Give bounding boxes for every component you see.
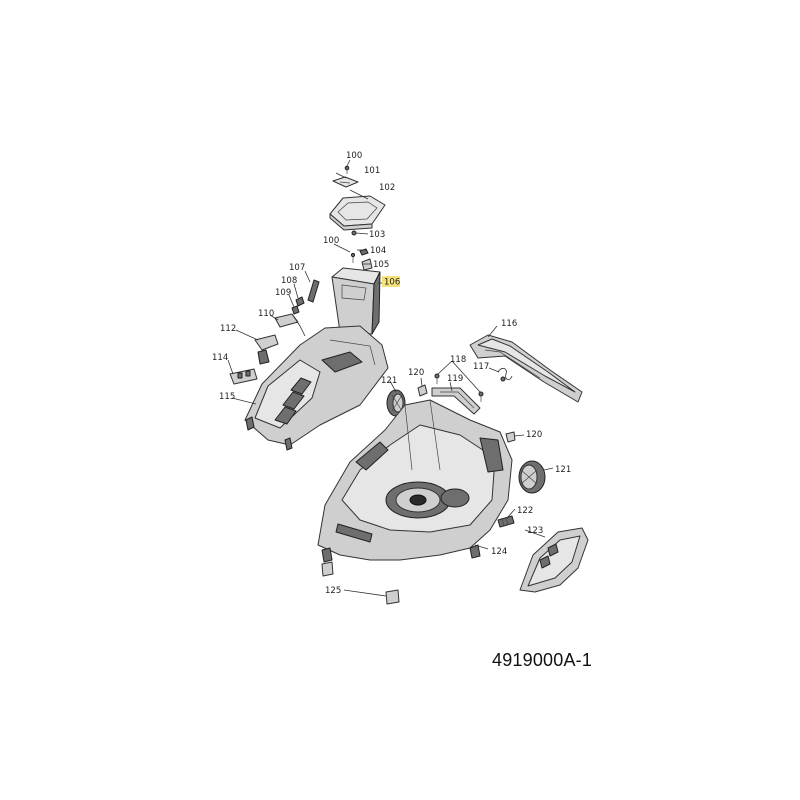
callout-114: 114 bbox=[212, 353, 228, 363]
part-109-fastener[interactable] bbox=[291, 305, 300, 315]
callout-116: 116 bbox=[501, 319, 517, 329]
part-112-lever[interactable] bbox=[254, 334, 279, 365]
part-102-lid[interactable] bbox=[329, 195, 386, 231]
part-114-bracket[interactable] bbox=[229, 368, 258, 385]
part-116-handle[interactable] bbox=[469, 334, 583, 403]
part-123-rear-flap[interactable] bbox=[519, 527, 589, 593]
part-106-battery-box[interactable] bbox=[331, 267, 381, 335]
callout-102: 102 bbox=[379, 183, 395, 193]
part-105-bracket[interactable] bbox=[361, 258, 373, 271]
callout-121-left: 121 bbox=[381, 376, 397, 386]
part-115-upper-cover[interactable] bbox=[244, 325, 389, 451]
part-124-main-housing[interactable] bbox=[317, 399, 513, 563]
callout-109: 109 bbox=[275, 288, 291, 298]
callout-120-left: 120 bbox=[408, 368, 424, 378]
callout-125: 125 bbox=[325, 586, 341, 596]
callout-103: 103 bbox=[369, 230, 385, 240]
part-125-fixings[interactable] bbox=[321, 561, 400, 605]
part-100-screw-mid[interactable] bbox=[350, 252, 356, 263]
callout-124: 124 bbox=[491, 547, 507, 557]
callout-123: 123 bbox=[527, 526, 543, 536]
part-100-screw-top[interactable] bbox=[344, 165, 350, 174]
callout-119: 119 bbox=[447, 374, 463, 384]
callout-120-right: 120 bbox=[526, 430, 542, 440]
callout-100-top: 100 bbox=[346, 151, 362, 161]
part-107-rod[interactable] bbox=[307, 279, 320, 303]
callout-105: 105 bbox=[373, 260, 389, 270]
part-110-lever[interactable] bbox=[274, 313, 306, 337]
callout-106: 106 bbox=[384, 278, 400, 288]
callout-110: 110 bbox=[258, 309, 274, 319]
part-120-clip-left[interactable] bbox=[417, 384, 428, 397]
callout-118: 118 bbox=[450, 355, 466, 365]
callout-122: 122 bbox=[517, 506, 533, 516]
callout-100-mid: 100 bbox=[323, 236, 339, 246]
callout-107: 107 bbox=[289, 263, 305, 273]
part-108-fastener[interactable] bbox=[295, 296, 305, 307]
callout-112: 112 bbox=[220, 324, 236, 334]
part-122-spring[interactable] bbox=[497, 515, 515, 528]
part-101-latch[interactable] bbox=[332, 176, 359, 188]
part-121-wheel-right[interactable] bbox=[518, 460, 546, 494]
leader-lines bbox=[227, 159, 554, 597]
part-119-bar[interactable] bbox=[431, 387, 481, 415]
drawing-number: 4919000A-1 bbox=[492, 650, 593, 670]
part-120-clip-right[interactable] bbox=[505, 431, 516, 443]
callout-101: 101 bbox=[364, 166, 380, 176]
callout-108: 108 bbox=[281, 276, 297, 286]
callout-117: 117 bbox=[473, 362, 489, 372]
callout-104: 104 bbox=[370, 246, 386, 256]
part-118-screws[interactable] bbox=[434, 373, 484, 402]
callout-121-right: 121 bbox=[555, 465, 571, 475]
callout-106-highlight bbox=[382, 276, 400, 287]
callout-labels: 100 101 102 103 100 104 105 106 107 108 … bbox=[212, 151, 571, 596]
part-117-spring[interactable] bbox=[497, 368, 513, 382]
part-103-pin[interactable] bbox=[351, 230, 357, 236]
callout-115: 115 bbox=[219, 392, 235, 402]
